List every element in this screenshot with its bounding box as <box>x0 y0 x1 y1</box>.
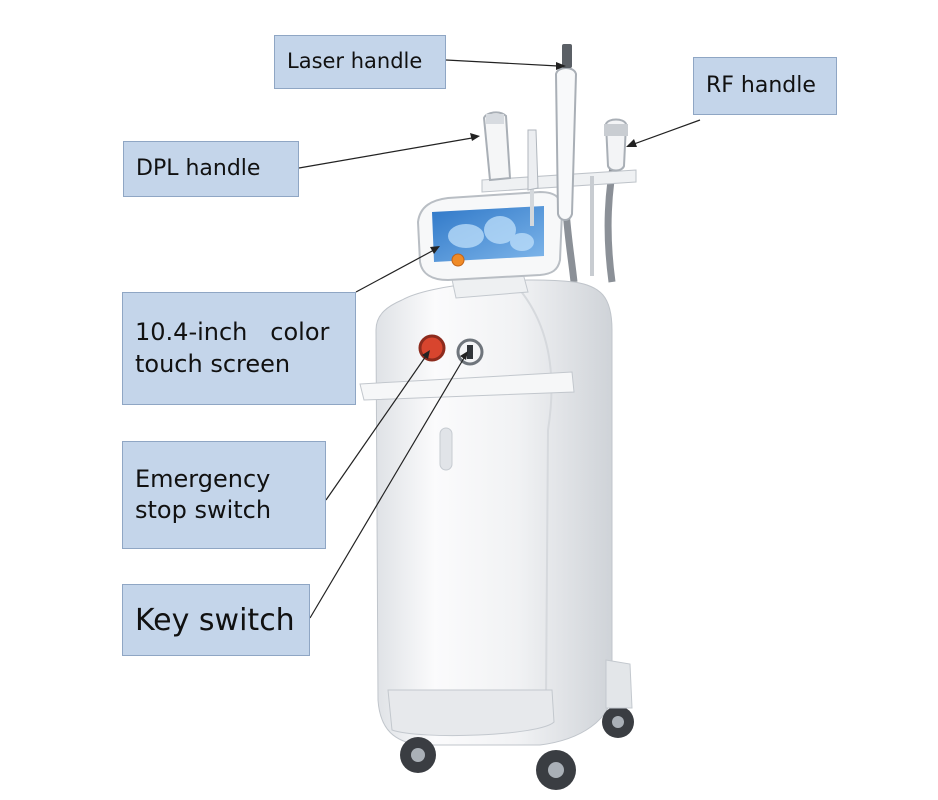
emergency-stop-label-line2: stop switch <box>135 496 272 524</box>
body-curve <box>519 289 553 701</box>
leader-dpl <box>298 137 473 169</box>
laser-handle-label: Laser handle <box>274 35 446 89</box>
leader-key <box>309 357 465 619</box>
leader-lines <box>298 59 701 619</box>
laser-cable <box>562 209 578 283</box>
rf-handle-head <box>604 124 628 136</box>
screen-graphic <box>448 216 534 251</box>
arrow-rf <box>626 139 637 147</box>
touch-screen-label-line2: touch screen <box>135 349 291 378</box>
dpl-handle-label-text: DPL handle <box>136 155 261 181</box>
emergency-stop-label-line1: Emergency <box>135 464 271 493</box>
key-switch-label-text: Key switch <box>135 602 295 638</box>
rack-post-left <box>530 186 534 226</box>
body-base <box>387 689 555 737</box>
dpl-handle-label: DPL handle <box>123 141 299 197</box>
arrow-dpl <box>470 133 480 141</box>
front-slot <box>439 427 453 471</box>
rf-handle-label-text: RF handle <box>706 72 816 98</box>
leader-laser <box>445 59 559 67</box>
emergency-stop-label: Emergency stop switch <box>122 441 326 549</box>
leader-rf <box>633 119 701 145</box>
arrow-screen <box>430 246 440 254</box>
handle-shelf <box>359 371 575 401</box>
arrow-key <box>460 351 468 360</box>
wheels <box>400 706 634 790</box>
rack-post-right <box>590 176 594 276</box>
emergency-stop-button[interactable] <box>418 334 446 362</box>
laser-handle-nozzle <box>562 44 572 68</box>
key-slot <box>467 345 473 359</box>
key-switch-label: Key switch <box>122 584 310 656</box>
leader-estop <box>325 355 427 501</box>
laser-handle-label-text: Laser handle <box>287 49 423 74</box>
touch-screen-label-line1: 10.4-inch color <box>135 318 330 347</box>
arrow-estop <box>422 350 430 359</box>
touch-screen-label: 10.4-inch color touch screen <box>122 292 356 405</box>
leader-screen <box>355 249 435 293</box>
wheel-leg <box>605 659 633 709</box>
dpl-handle-tip <box>486 114 504 124</box>
dpl-handle <box>482 111 512 182</box>
arrow-laser <box>556 62 566 70</box>
rf-handle-label: RF handle <box>693 57 837 115</box>
slim-handle <box>527 129 539 191</box>
laser-handle <box>554 67 578 221</box>
screen-logo-button <box>451 253 465 267</box>
machine-body <box>375 279 613 746</box>
